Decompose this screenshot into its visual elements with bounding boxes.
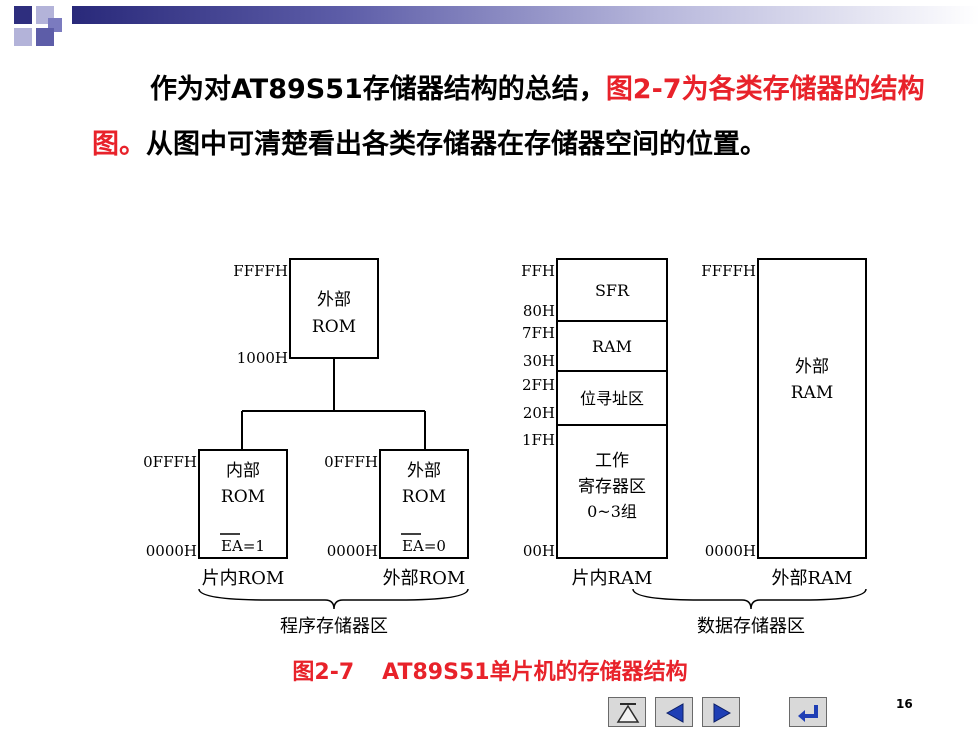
box-label: ROM <box>312 317 356 337</box>
address-label: 0000H <box>327 542 378 560</box>
memory-caption: 外部RAM <box>772 568 853 589</box>
page-number: 16 <box>896 697 913 711</box>
ea-label: EA=0 <box>402 537 446 555</box>
box-label: ROM <box>402 487 446 507</box>
segment-label: 0~3组 <box>587 502 637 521</box>
address-label: 20H <box>523 404 555 422</box>
intro-text: 从图中可清楚看出各类存储器在存储器空间的位置。 <box>146 129 767 160</box>
box-label: 外部 <box>795 357 829 377</box>
address-label: FFFFH <box>233 262 288 280</box>
address-label: 7FH <box>522 324 555 342</box>
segment-label: RAM <box>592 337 632 356</box>
address-label: 0FFFH <box>324 453 378 471</box>
return-button[interactable] <box>789 697 827 727</box>
external-ram-box <box>757 258 867 559</box>
previous-slide-button[interactable] <box>655 697 693 727</box>
triangle-left-icon <box>665 703 684 723</box>
connection-lines <box>241 358 426 450</box>
box-label: ROM <box>221 487 265 507</box>
address-label: FFFFH <box>701 262 756 280</box>
ea-label: EA=1 <box>221 537 265 555</box>
figure-title: AT89S51单片机的存储器结构 <box>382 660 688 685</box>
program-area-label: 程序存储器区 <box>280 616 388 637</box>
internal-ram-box <box>556 258 668 559</box>
next-slide-button[interactable] <box>702 697 740 727</box>
triangle-right-icon <box>713 703 732 723</box>
header-gradient-bar <box>72 6 980 24</box>
intro-figure-ref: 图2-7为各类存储器的结构图。 <box>92 74 925 160</box>
segment-label: 位寻址区 <box>580 389 644 408</box>
address-label: 80H <box>523 302 555 320</box>
memory-caption: 片内ROM <box>202 568 285 589</box>
program-area-brace <box>198 588 469 610</box>
header-square <box>14 6 32 24</box>
address-label: 0FFFH <box>143 453 197 471</box>
box-label: 外部 <box>317 290 351 310</box>
intro-text: 作为对AT89S51存储器结构的总结， <box>150 74 606 105</box>
box-label: 内部 <box>226 461 260 481</box>
segment-label: 工作 <box>595 451 629 471</box>
header-square <box>36 28 54 46</box>
address-label: 1FH <box>522 431 555 449</box>
address-label: 1000H <box>237 349 288 367</box>
address-label: 2FH <box>522 376 555 394</box>
segment-label: SFR <box>595 281 630 300</box>
address-label: 00H <box>523 542 555 560</box>
segment-label: 寄存器区 <box>578 477 646 497</box>
slide-header-decoration <box>0 0 980 60</box>
internal-ram-dividers <box>557 320 667 426</box>
memory-caption: 片内RAM <box>572 568 653 589</box>
data-area-label: 数据存储器区 <box>697 616 805 637</box>
address-label: 0000H <box>146 542 197 560</box>
address-label: FFH <box>521 262 555 280</box>
return-arrow-icon <box>798 705 818 722</box>
address-label: 30H <box>523 352 555 370</box>
first-slide-button[interactable] <box>608 697 646 727</box>
box-label: RAM <box>791 383 833 403</box>
box-label: 外部 <box>407 461 441 481</box>
home-icon <box>616 703 640 723</box>
intro-paragraph: 作为对AT89S51存储器结构的总结，图2-7为各类存储器的结构图。从图中可清楚… <box>92 62 932 172</box>
memory-caption: 外部ROM <box>383 568 466 589</box>
data-area-brace <box>632 588 867 610</box>
figure-number: 图2-7 <box>292 660 355 685</box>
address-label: 0000H <box>705 542 756 560</box>
figure-caption: 图2-7 AT89S51单片机的存储器结构 <box>0 654 980 686</box>
header-square <box>14 28 32 46</box>
